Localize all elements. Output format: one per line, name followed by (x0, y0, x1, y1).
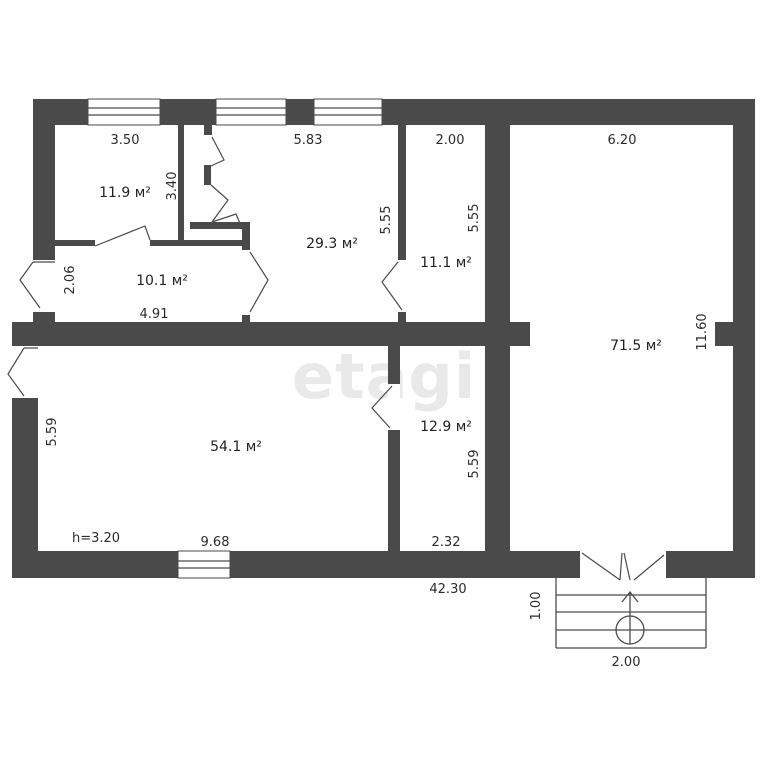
room-7-depth: 5.59 (467, 450, 482, 479)
room-3: 29.3 м² 5.83 5.55 (294, 133, 394, 252)
room-2-width: 4.91 (140, 307, 169, 322)
porch-width: 2.00 (612, 655, 641, 670)
room-5: 71.5 м² 6.20 11.60 (608, 133, 710, 354)
room-4: 11.1 м² 2.00 5.55 (420, 133, 482, 271)
room-2-area: 10.1 м² (136, 273, 188, 289)
room-6-area: 54.1 м² (210, 439, 262, 455)
porch (555, 578, 707, 649)
room-7: 12.9 м² 2.32 5.59 (420, 419, 482, 550)
room-5-area: 71.5 м² (610, 338, 662, 354)
watermark: etagi (292, 340, 476, 413)
room-3-width: 5.83 (294, 133, 323, 148)
room-1: 11.9 м² 3.50 3.40 (99, 133, 180, 201)
room-1-area: 11.9 м² (99, 185, 151, 201)
doors (7, 135, 666, 581)
room-6-width: 9.68 (201, 535, 230, 550)
room-3-area: 29.3 м² (306, 236, 358, 252)
ceiling-height: h=3.20 (72, 531, 120, 546)
room-5-depth: 11.60 (695, 313, 710, 350)
windows (87, 98, 383, 579)
room-6: 54.1 м² 9.68 5.59 h=3.20 (45, 418, 262, 550)
overall-length: 42.30 (429, 582, 466, 597)
room-7-area: 12.9 м² (420, 419, 472, 435)
room-4-width: 2.00 (436, 133, 465, 148)
room-1-width: 3.50 (111, 133, 140, 148)
room-4-depth: 5.55 (467, 204, 482, 233)
room-5-width: 6.20 (608, 133, 637, 148)
interior-walls (12, 125, 735, 551)
porch-depth: 1.00 (529, 592, 544, 621)
room-3-depth: 5.55 (379, 206, 394, 235)
room-4-area: 11.1 м² (420, 255, 472, 271)
room-6-depth: 5.59 (45, 418, 60, 447)
room-7-width: 2.32 (432, 535, 461, 550)
room-2-depth: 2.06 (63, 266, 78, 295)
room-1-depth: 3.40 (165, 172, 180, 201)
room-2: 10.1 м² 4.91 2.06 (63, 266, 188, 322)
